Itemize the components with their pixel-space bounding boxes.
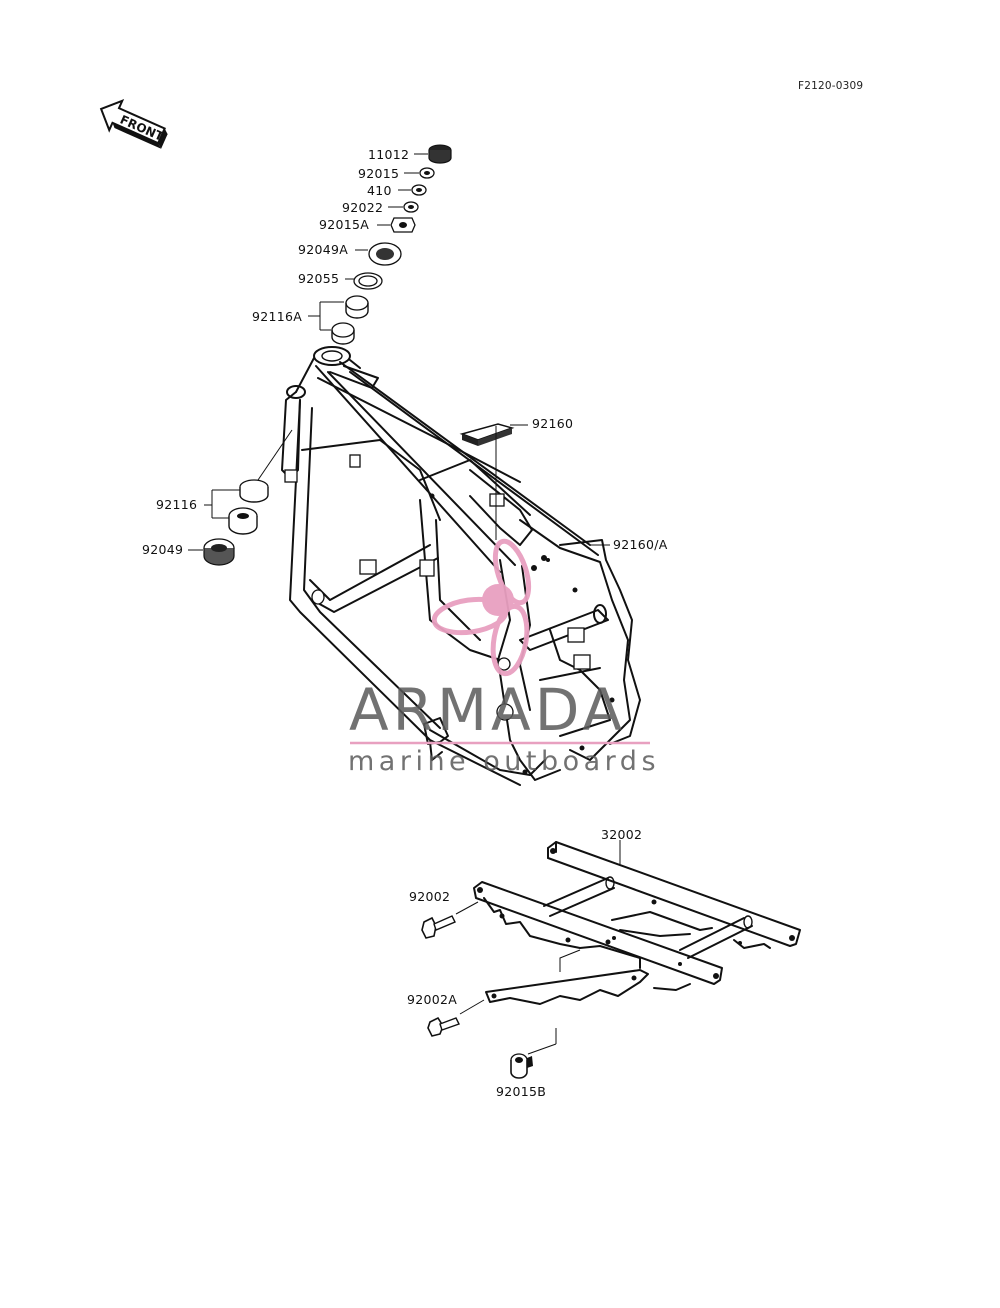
front-arrow-icon: FRONT (99, 99, 168, 149)
main-frame (281, 346, 641, 786)
label-92049A: 92049A (298, 242, 348, 257)
part-92002-bolt (421, 915, 456, 939)
subframe-32002 (473, 841, 801, 985)
label-92015B: 92015B (496, 1084, 546, 1099)
label-32002: 32002 (601, 827, 642, 842)
part-92015B-nut (510, 1053, 533, 1079)
part-410-washer (411, 184, 427, 196)
part-11012-cap (428, 144, 452, 164)
armada-watermark: ARMADA marine outboards (348, 538, 660, 777)
part-92116A-bearing (331, 295, 369, 345)
part-92015A-nut (390, 217, 416, 233)
label-92002: 92002 (409, 889, 450, 904)
label-92055: 92055 (298, 271, 339, 286)
label-410: 410 (367, 183, 392, 198)
label-92022: 92022 (342, 200, 383, 215)
label-92160: 92160 (532, 416, 573, 431)
label-92116: 92116 (156, 497, 197, 512)
watermark-tagline: marine outboards (348, 746, 660, 777)
diagram-code: F2120-0309 (798, 80, 863, 92)
label-92116A: 92116A (252, 309, 302, 324)
label-92002A: 92002A (407, 992, 457, 1007)
label-11012: 11012 (368, 147, 409, 162)
subframe-lower-bracket (485, 957, 691, 1005)
part-92055-ring (353, 272, 383, 290)
part-92160-pad (459, 423, 515, 446)
label-92015A: 92015A (319, 217, 369, 232)
label-92160A: 92160/A (613, 537, 668, 552)
part-92116-bearing (228, 479, 269, 535)
watermark-brand: ARMADA (349, 676, 626, 744)
armada-logo-icon (431, 538, 532, 677)
part-92049-seal (203, 538, 235, 566)
label-92015: 92015 (358, 166, 399, 181)
part-92002A-bolt (427, 1016, 460, 1037)
label-92049: 92049 (142, 542, 183, 557)
part-92049A-seal (368, 242, 402, 266)
part-92022-washer (403, 201, 419, 213)
part-92015-nut (419, 167, 435, 179)
